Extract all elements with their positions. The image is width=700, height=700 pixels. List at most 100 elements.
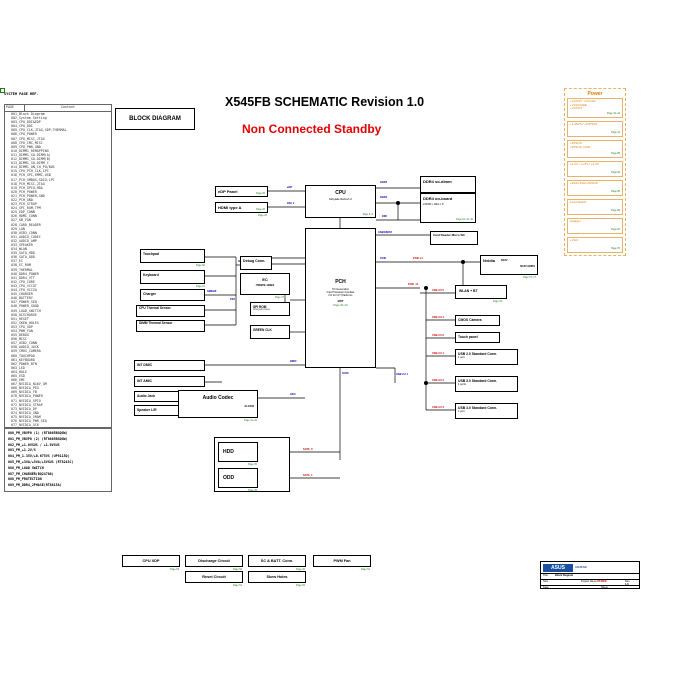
index-row: 069_NVIDIA_FB [11,390,37,395]
power-title: Power [587,91,603,97]
index-row: 042_CPU_CORE [11,279,35,284]
index-row: 001_Block Diagram [11,112,45,116]
index-row: 015_CPU_PCH_CLK,LPC [11,169,49,174]
page-ref: Page 50 [233,568,242,571]
index-row: 049_LOAD_SWITCH [11,308,41,313]
index-row: 024_SPI_ROM,TPM [11,206,41,211]
signal-sata: SATA [342,372,349,375]
index-row: 036_SATA_ODD [11,255,35,260]
cpu-xdp: CPU XDP [122,555,180,567]
cpu-thermal-sensor: CPU Thermal Sensor [136,305,205,317]
index-row: 055_DEBUG [11,333,29,338]
signal-pcie-x4: PCIE x4 [413,257,423,260]
usb20-conn: USB 2.0 Standard Conn. 1 port [455,349,518,365]
pwm-fan: PWM Fan [313,555,371,567]
signal-usb3: USB3/SDIO [378,231,392,234]
index-row: 004_CPU_DDI [11,124,33,129]
index-row: 060_TOUCHPAD [11,353,35,358]
power-rail-page: Page 87 [611,228,620,232]
power-rail: +5VSUS +3VSUS_GND Page 85 [567,140,623,158]
sc-batt-conn: SC & BATT. Conn. [248,555,306,567]
power-rail-label: +3VA/+5VA/+5VSUS [570,181,598,185]
index-row: 014_DIMM1_ON_CH_PU/BUS [11,165,55,170]
nvidia-gpu: Nvidia N16V N16V-GMR1 [480,255,538,275]
page-ref: Page 34 [493,300,502,303]
page-ref: Page 37 [275,296,284,299]
index-row: 068_NVIDIA_PEG [11,386,39,391]
green-clk: GREEN CLK [250,325,290,339]
hdmi-port: HDMI type A Page 26 [215,202,268,213]
page-subtitle: Non Connected Standby [242,122,382,136]
pm-row: 082_PM_+1.0VSUS / +1.0VSUS [8,442,60,447]
index-row: 077_NVIDIA_GC6 [11,423,39,428]
signal-dmic: DMIC [290,360,297,363]
power-rail-page: Page 85 [611,152,620,156]
index-row: 003_CPU_DDI&EDP [11,120,41,125]
index-row: 021_PCH_POWER,GND [11,193,45,198]
index-row: 038_EC_ROM [11,263,31,268]
power-rail-label: +VGC [570,238,579,242]
index-row: 034_WLAN [11,247,27,252]
index-row: 054_PWM_FAN [11,328,33,333]
power-rail-label: Load Switch [570,200,587,204]
block-diagram-label: BLOCK DIAGRAM [115,108,195,130]
index-row: 012_DIMM1_SO-DIMM(B) [11,157,51,162]
pm-row: 089_PM_DDR4_2PHASE(RT8815A) [8,483,62,488]
index-row: 030_USB3_CONN [11,230,37,235]
power-rail-label: +5VSUS +3VSUS_GND [570,141,590,149]
index-row: 065_ESD [11,374,25,378]
index-row: 053_CPU_XDP [11,324,33,329]
page-ref: Page 46 [296,568,305,571]
touch-panel: Touch panel [455,332,500,343]
signal-usb-cam: USB 2.0 4 [432,316,444,319]
index-row: 073_NVIDIA_DP [11,406,37,411]
signal-edp: eDP [287,186,293,189]
pm-table: 080_PM_VBVP0 (1) (RT8865BGQGW)081_PM_VBV… [4,428,112,492]
corner-mark [0,88,5,93]
index-row: 067_NVIDIA_N16V_GM [11,382,47,387]
usb30-conn-b: USB 3.0 Standard Conn. 1 port [455,403,518,419]
pm-row: 081_PM_VBVP0 (2) (RT8865BGQGW) [8,436,68,441]
revision: 1.0 [625,583,629,586]
index-row: 013_DIMM1_SO-DIMM_C [11,161,49,166]
dimm-thermal-sensor: DIMM Thermal Sensor [136,320,205,332]
index-row: 075_NVIDIA_VRAM [11,414,41,419]
index-row: 009_CPU_PWR,GND [11,144,41,149]
index-row: 029_LAN [11,226,25,231]
index-row: 020_PCH_POWER [11,189,37,194]
index-row: 023_PCH_STRAP [11,202,37,207]
index-row: 033_SPEAKER [11,243,33,247]
index-row: 017_PCH_SMBUS,SDIO,LPC [11,177,55,182]
page-ref: Page 52 [296,584,305,587]
page-index: SYSTEM PAGE REF. [4,92,112,492]
page-ref: Page 35 [248,463,257,466]
page-ref: Page 26 [258,214,267,217]
signal-usb-tp: USB 2.0 6 [432,334,444,337]
index-row: 005_CPU_CLK,JTAG,XDP,THERMAL [11,128,67,133]
pm-rows: 080_PM_VBVP0 (1) (RT8865BGQGW)081_PM_VBV… [8,431,108,489]
index-row: 056_MISC [11,337,27,342]
index-row: 041_DDR4_VTT [11,275,35,280]
odd: ODD [218,468,258,488]
index-row: 045_CHARGER [11,292,33,297]
power-rail-label: +VCCST +VCCSA +VCCCORE +VCCGT [570,99,596,111]
index-row: 062_POWER_BTN [11,361,37,366]
page-title: X545FB SCHEMATIC Revision 1.0 [225,95,425,109]
page-ref: Page 53 [170,568,179,571]
index-row: 059_CMOS_CAMERA [11,349,41,354]
index-row: 022_PCH_GND [11,197,33,202]
signal-ddr-b: DDR4 [380,196,388,199]
power-rail-page: Page 70 [611,247,620,251]
index-row: 032_AUDIO_AMP [11,238,37,243]
index-header: SYSTEM PAGE REF. [4,92,39,96]
index-row: 071_NVIDIA_GPIO [11,398,41,403]
keyboard: Keyboard [140,270,205,284]
cpu-block: CPU Kabylake Refresh U Page 3~9 [305,185,376,218]
hdd: HDD [218,442,258,462]
power-rail: +VGC Page 70 [567,237,623,253]
ddr4-onboard: DDR4 on-board 2133M x 16bit x 8 Page 10~… [420,193,476,223]
signal-ddi2: DDI_2 [287,202,295,205]
